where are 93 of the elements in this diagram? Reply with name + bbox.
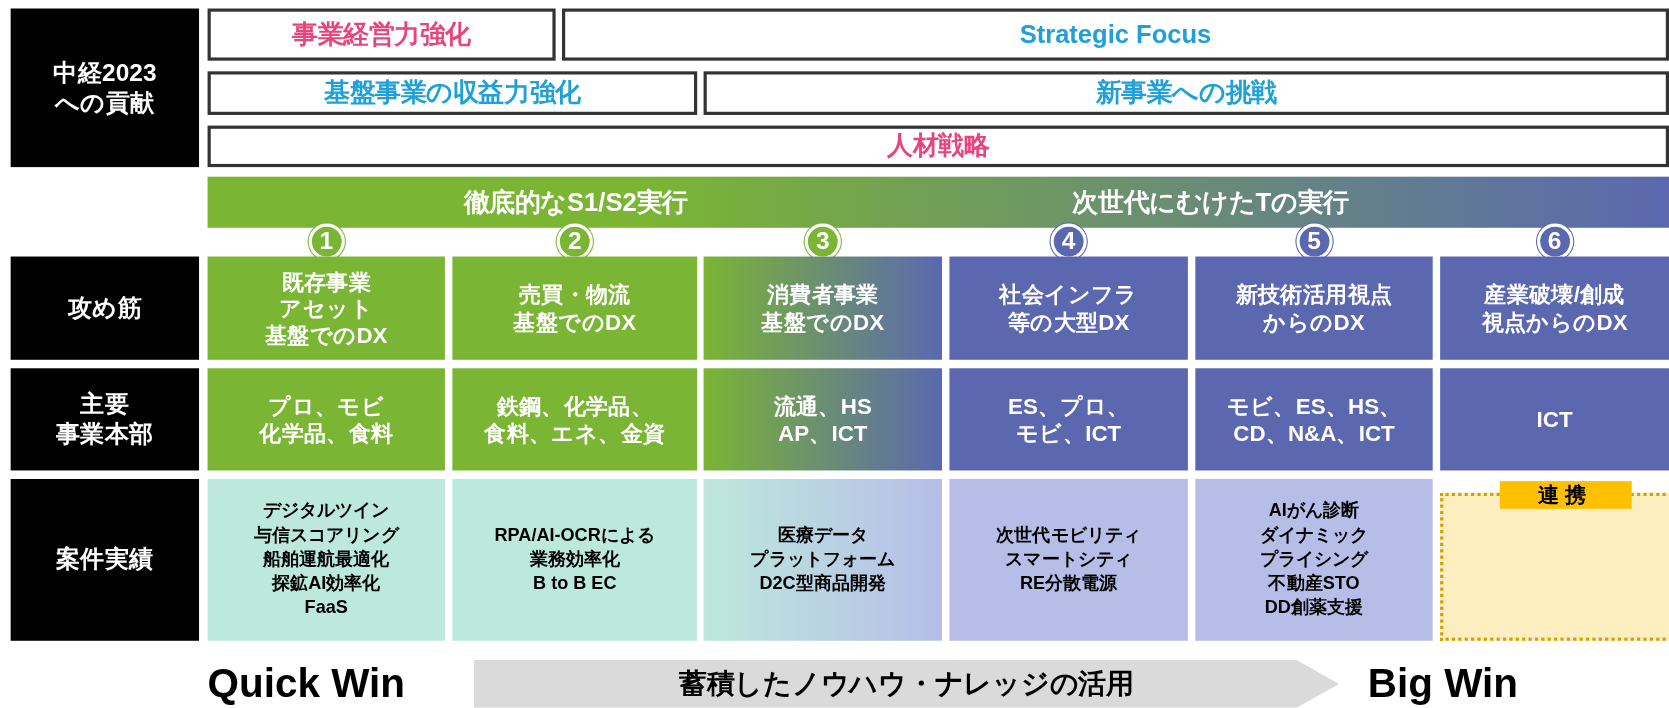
column-cell bbox=[452, 368, 698, 471]
row-header bbox=[10, 8, 200, 168]
case-cell bbox=[207, 479, 445, 641]
column-cell bbox=[1195, 368, 1433, 471]
heading-box bbox=[207, 8, 556, 61]
label-text: RE分散電源 bbox=[1019, 572, 1118, 596]
label-text: 探鉱AI効率化 bbox=[271, 572, 381, 596]
label-text: 基盤事業の収益力強化 bbox=[324, 77, 581, 109]
label-text: 蓄積したノウハウ・ナレッジの活用 bbox=[679, 667, 1134, 701]
row-header bbox=[10, 368, 200, 471]
label-text: プロ、モビ bbox=[268, 392, 385, 420]
label-text: 業務効率化 bbox=[529, 547, 620, 571]
label-text: ES、プロ、 bbox=[1008, 392, 1130, 420]
label-text: 売買・物流 bbox=[518, 281, 631, 309]
column-cell bbox=[452, 256, 698, 360]
label-text: FaaS bbox=[304, 596, 348, 620]
label-text: 案件実績 bbox=[55, 545, 154, 575]
column-cell bbox=[1440, 256, 1669, 360]
column-cell bbox=[949, 368, 1188, 471]
label-text: 基盤でのDX bbox=[264, 321, 388, 349]
heading-box bbox=[207, 71, 698, 115]
label-text: モビ、ICT bbox=[1016, 419, 1122, 447]
number: 5 bbox=[1307, 226, 1321, 257]
label-text: 不動産STO bbox=[1268, 572, 1360, 596]
label-text: 中経2023 bbox=[53, 58, 157, 88]
heading-box bbox=[703, 71, 1669, 115]
label-text: 人材戦略 bbox=[887, 131, 990, 162]
label-text: 等の大型DX bbox=[1007, 308, 1130, 335]
case-cell bbox=[703, 479, 942, 641]
label-text: 徹底的なS1/S2実行 bbox=[463, 186, 688, 218]
label-text: DD創薬支援 bbox=[1264, 596, 1364, 620]
tab-label: 連携 bbox=[1499, 481, 1632, 509]
column-cell bbox=[703, 368, 942, 471]
label-text: 主要 bbox=[80, 390, 130, 420]
label-text: スマートシティ bbox=[1005, 547, 1132, 571]
number: 4 bbox=[1061, 226, 1076, 257]
label-text: モビ、ES、HS、 bbox=[1226, 392, 1402, 420]
number: 3 bbox=[815, 226, 830, 257]
label-text: 事業経営力強化 bbox=[292, 19, 471, 50]
label-text: 次世代にむけたTの実行 bbox=[1072, 186, 1349, 218]
label-text: AP、ICT bbox=[778, 419, 868, 447]
label-text: への貢献 bbox=[54, 87, 155, 118]
label-text: AIがん診断 bbox=[1268, 498, 1360, 523]
label-text: 新技術活用視点 bbox=[1235, 281, 1393, 309]
label-text: ダイナミック bbox=[1259, 523, 1369, 547]
scale-label: Big Win bbox=[1367, 660, 1518, 708]
label-text: 鉄鋼、化学品、 bbox=[496, 392, 653, 420]
label-text: 視点からのDX bbox=[1481, 308, 1628, 335]
label-text: D2C型商品開発 bbox=[759, 572, 887, 596]
label-text: 新事業への挑戦 bbox=[1095, 77, 1277, 109]
label-text: 食料、エネ、金資 bbox=[484, 419, 666, 447]
label-text: 攻め筋 bbox=[67, 293, 143, 323]
column-cell bbox=[949, 256, 1188, 360]
label-text: 事業本部 bbox=[55, 419, 154, 449]
label-text: アセット bbox=[279, 294, 374, 322]
label-text: 基盤でのDX bbox=[761, 308, 885, 335]
label-text: 医療データ bbox=[777, 523, 869, 547]
column-cell bbox=[1440, 368, 1669, 471]
label-text: ICT bbox=[1536, 406, 1573, 433]
label-text: 社会インフラ bbox=[999, 281, 1138, 309]
label-text: 次世代モビリティ bbox=[996, 523, 1142, 547]
case-cell bbox=[949, 479, 1188, 641]
label-text: プラットフォーム bbox=[750, 547, 896, 571]
label-text: からのDX bbox=[1263, 308, 1365, 335]
label-text: 基盤でのDX bbox=[513, 308, 637, 335]
label-text: 消費者事業 bbox=[766, 281, 879, 309]
label-text: 既存事業 bbox=[281, 268, 371, 295]
label-text: RPA/AI-OCRによる bbox=[494, 523, 656, 547]
label-text: 与信スコアリング bbox=[253, 523, 399, 547]
label-text: デジタルツイン bbox=[262, 498, 390, 523]
row-header bbox=[10, 479, 200, 641]
label-text: 産業破壊/創成 bbox=[1484, 281, 1625, 309]
number: 2 bbox=[567, 226, 582, 257]
label-text: 化学品、食料 bbox=[259, 419, 394, 447]
label-text: B to B EC bbox=[533, 572, 617, 596]
case-cell bbox=[452, 479, 698, 641]
scale-label: Quick Win bbox=[207, 660, 405, 708]
row-header bbox=[10, 256, 200, 360]
heading-box bbox=[207, 125, 1669, 168]
case-cell bbox=[1195, 479, 1433, 641]
number: 1 bbox=[319, 226, 334, 257]
label-text: プライシング bbox=[1259, 547, 1369, 571]
theme-band bbox=[207, 176, 1669, 228]
column-cell bbox=[207, 368, 445, 471]
label-text: 流通、HS bbox=[773, 392, 872, 420]
label-text: CD、N&A、ICT bbox=[1233, 419, 1395, 447]
column-cell bbox=[207, 256, 445, 360]
number: 6 bbox=[1547, 226, 1562, 257]
column-cell bbox=[703, 256, 942, 360]
label-text: Strategic Focus bbox=[1019, 19, 1212, 50]
column-cell bbox=[1195, 256, 1433, 360]
heading-box bbox=[562, 8, 1669, 61]
label-text: 船舶運航最適化 bbox=[262, 547, 390, 571]
